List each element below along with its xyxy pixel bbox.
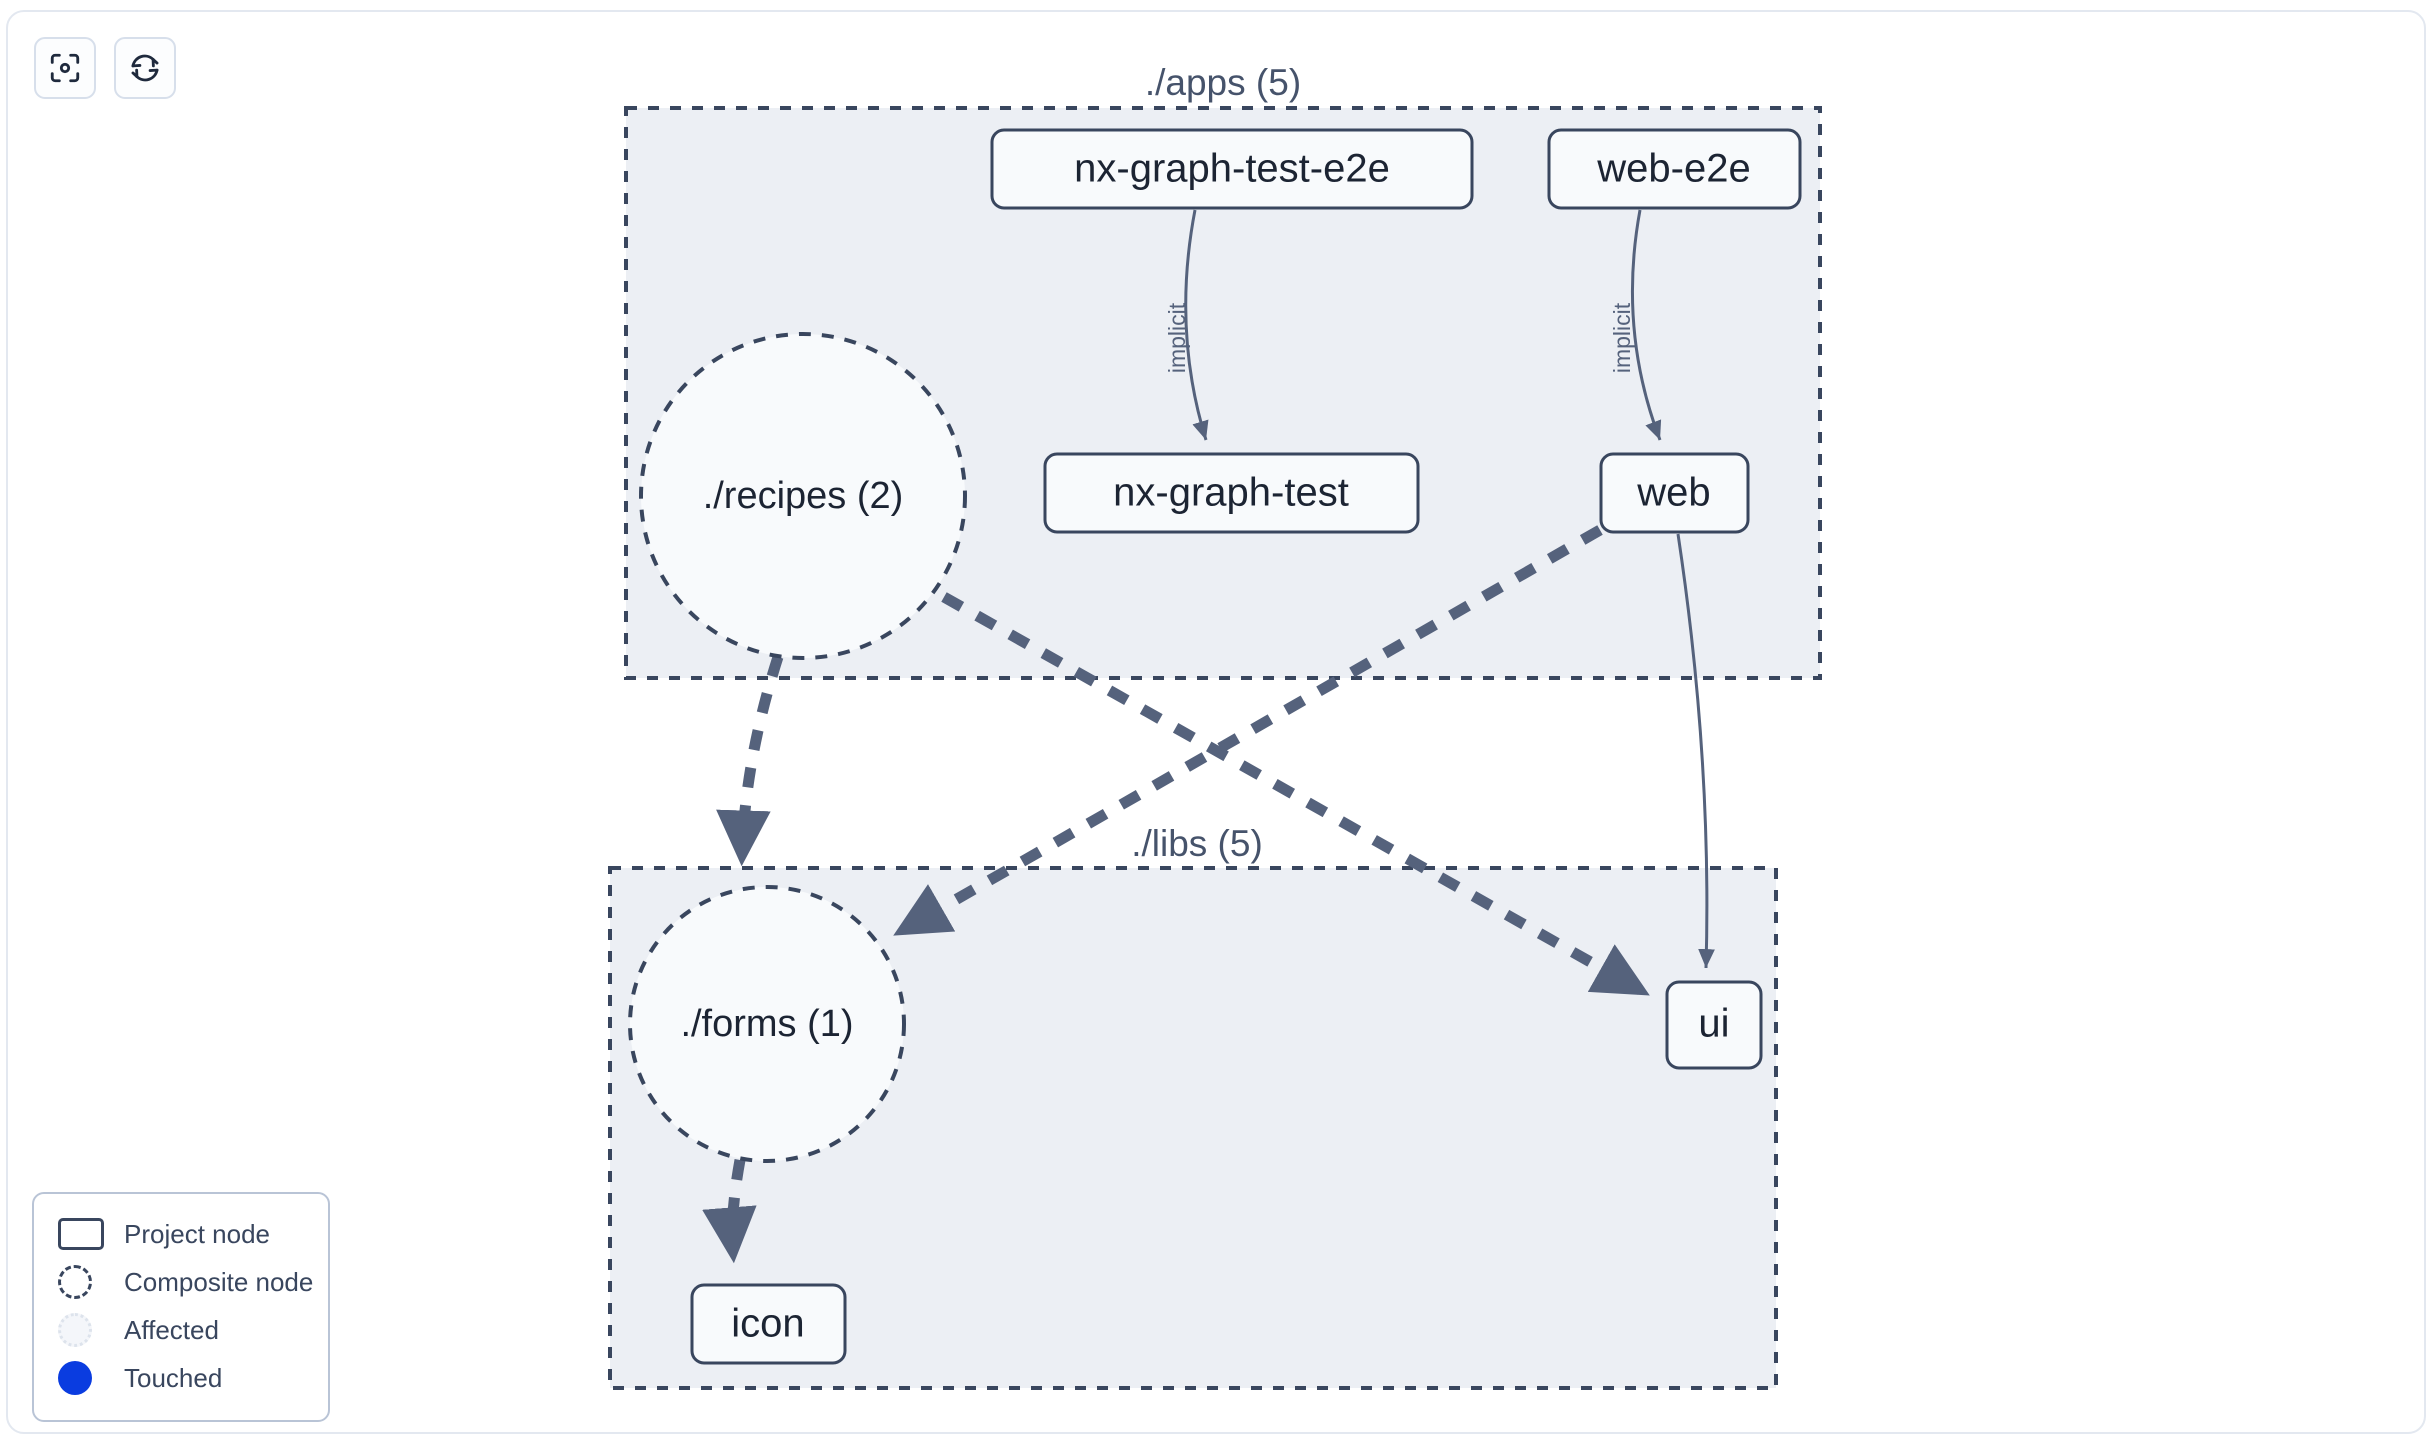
edge-web-e2e-to-web[interactable]: implicit bbox=[1609, 209, 1662, 441]
project-node-web-e2e-label: web-e2e bbox=[1596, 147, 1750, 191]
edge-recipes-to-forms[interactable] bbox=[716, 655, 784, 867]
focus-target-icon bbox=[48, 51, 82, 85]
project-node-icon-box bbox=[690, 1283, 847, 1365]
legend-item-project-node: Project node bbox=[54, 1210, 308, 1258]
project-node-ui-box bbox=[1665, 980, 1763, 1070]
touched-swatch-icon bbox=[54, 1361, 112, 1395]
legend-label-affected: Affected bbox=[124, 1314, 219, 1345]
legend-item-touched: Touched bbox=[54, 1354, 308, 1402]
edge-recipes-to-ui[interactable] bbox=[941, 592, 1650, 996]
edge-web-to-ui[interactable] bbox=[1676, 533, 1715, 969]
refresh-icon bbox=[128, 51, 162, 85]
edge-label-implicit-2: implicit bbox=[1609, 302, 1635, 373]
composite-node-forms-circle bbox=[628, 885, 906, 1163]
project-node-icon-label: icon bbox=[731, 1302, 804, 1346]
group-libs-label: ./libs (5) bbox=[1131, 823, 1263, 864]
focus-graph-button[interactable] bbox=[34, 37, 96, 99]
project-node-nx-graph-test-e2e[interactable]: nx-graph-test-e2e bbox=[990, 128, 1474, 210]
project-node-nx-graph-test[interactable]: nx-graph-test bbox=[1043, 452, 1420, 534]
composite-node-recipes-label: ./recipes (2) bbox=[703, 475, 904, 517]
project-node-web-box bbox=[1599, 452, 1750, 534]
project-node-nx-graph-test-label: nx-graph-test bbox=[1113, 471, 1349, 515]
legend-label-touched: Touched bbox=[124, 1362, 223, 1393]
project-node-web-label: web bbox=[1636, 471, 1710, 515]
legend-item-composite-node: Composite node bbox=[54, 1258, 313, 1306]
project-node-nx-graph-test-box bbox=[1043, 452, 1420, 534]
project-node-ui-label: ui bbox=[1698, 1002, 1729, 1046]
composite-node-recipes-circle bbox=[639, 332, 967, 660]
legend-label-composite-node: Composite node bbox=[124, 1266, 314, 1297]
composite-node-forms-label: ./forms (1) bbox=[680, 1003, 853, 1045]
project-node-web-e2e[interactable]: web-e2e bbox=[1547, 128, 1802, 210]
project-node-icon[interactable]: icon bbox=[690, 1283, 847, 1365]
project-node-ui[interactable]: ui bbox=[1665, 980, 1763, 1070]
project-node-swatch-icon bbox=[54, 1218, 112, 1250]
legend-label-project-node: Project node bbox=[124, 1218, 270, 1249]
affected-swatch-icon bbox=[54, 1313, 112, 1347]
project-node-nx-graph-test-e2e-box bbox=[990, 128, 1474, 210]
composite-node-recipes[interactable]: ./recipes (2) bbox=[639, 332, 967, 660]
composite-node-forms[interactable]: ./forms (1) bbox=[628, 885, 906, 1163]
edge-web-to-forms[interactable] bbox=[893, 525, 1603, 936]
edge-forms-to-icon[interactable] bbox=[702, 1159, 757, 1264]
project-node-web-e2e-box bbox=[1547, 128, 1802, 210]
graph-toolbar bbox=[34, 37, 176, 99]
legend-item-affected: Affected bbox=[54, 1306, 308, 1354]
group-apps-label: ./apps (5) bbox=[1145, 62, 1301, 103]
project-node-nx-graph-test-e2e-label: nx-graph-test-e2e bbox=[1074, 147, 1390, 191]
edge-label-implicit-1: implicit bbox=[1164, 302, 1190, 373]
composite-node-swatch-icon bbox=[54, 1265, 112, 1299]
project-node-web[interactable]: web bbox=[1599, 452, 1750, 534]
edge-nx-graph-test-e2e-to-nx-graph-test[interactable]: implicit bbox=[1164, 209, 1209, 441]
graph-legend: Project node Composite node Affected Tou… bbox=[32, 1192, 330, 1422]
refresh-graph-button[interactable] bbox=[114, 37, 176, 99]
